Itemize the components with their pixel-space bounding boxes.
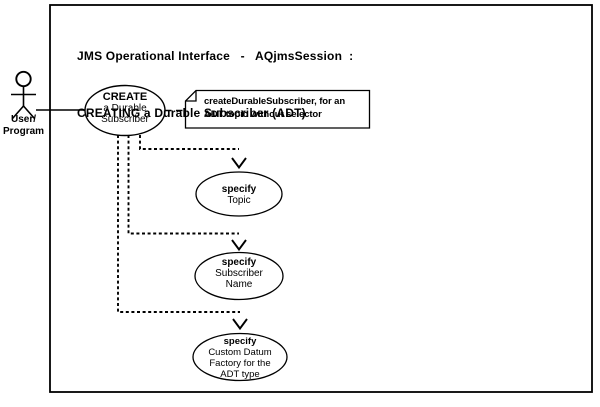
topic-usecase-label: specify Topic [196,184,282,206]
actor-label: User/ Program [0,114,47,138]
create-label-line2: a Durable [103,103,147,114]
custom-datum-label-line2: Custom Datum [208,347,272,358]
note-label-line1: createDurableSubscriber, for an [204,96,346,107]
diagram-frame [49,4,593,393]
note-box-outline [184,89,371,129]
actor-icon [11,70,36,120]
subscriber-name-label-line2: Subscriber [215,268,263,279]
actor-label-line2: Program [2,126,45,137]
note-label: createDurableSubscriber, for an ADT topi… [204,95,345,121]
note-label-line2: ADT topic without selector [204,109,322,120]
custom-datum-label-line3: Factory for the [209,358,271,369]
actor-head [15,70,32,88]
diagram-title: JMS Operational Interface - AQjmsSession… [77,9,353,161]
subscriber-name-usecase-ellipse [194,251,284,301]
actor-label-line1: User/ [10,114,36,125]
create-label-line1: CREATE [102,91,148,103]
subscriber-name-label-line3: Name [225,279,253,290]
custom-datum-usecase-ellipse [192,332,288,382]
create-label-line3: Subscriber [101,114,149,125]
diagram-title-line1: JMS Operational Interface - AQjmsSession… [77,49,354,63]
subscriber-name-usecase-label: specify Subscriber Name [195,257,283,290]
topic-usecase-ellipse [195,171,283,217]
actor-legs [11,105,36,120]
custom-datum-usecase-label: specify Custom Datum Factory for the ADT… [193,336,287,380]
note-box [184,89,371,129]
arrowhead-topic-icon [231,157,247,170]
create-usecase-ellipse [84,84,166,137]
arrowhead-custom-datum-icon [232,318,248,331]
arrowhead-subscriber-name-icon [231,239,247,252]
custom-datum-label-line1: specify [223,336,257,347]
custom-datum-label-line4: ADT type [220,369,260,380]
diagram-title-line2: CREATING a Durable Subscriber (ADT) [77,106,306,120]
topic-label-line1: specify [221,184,257,195]
subscriber-name-label-line1: specify [221,257,257,268]
dependency-line-custom-datum [117,135,240,313]
dependency-line-topic [139,135,239,150]
create-usecase-label: CREATE a Durable Subscriber [85,91,165,126]
note-fold-icon [185,90,197,102]
topic-label-line2: Topic [227,195,251,206]
